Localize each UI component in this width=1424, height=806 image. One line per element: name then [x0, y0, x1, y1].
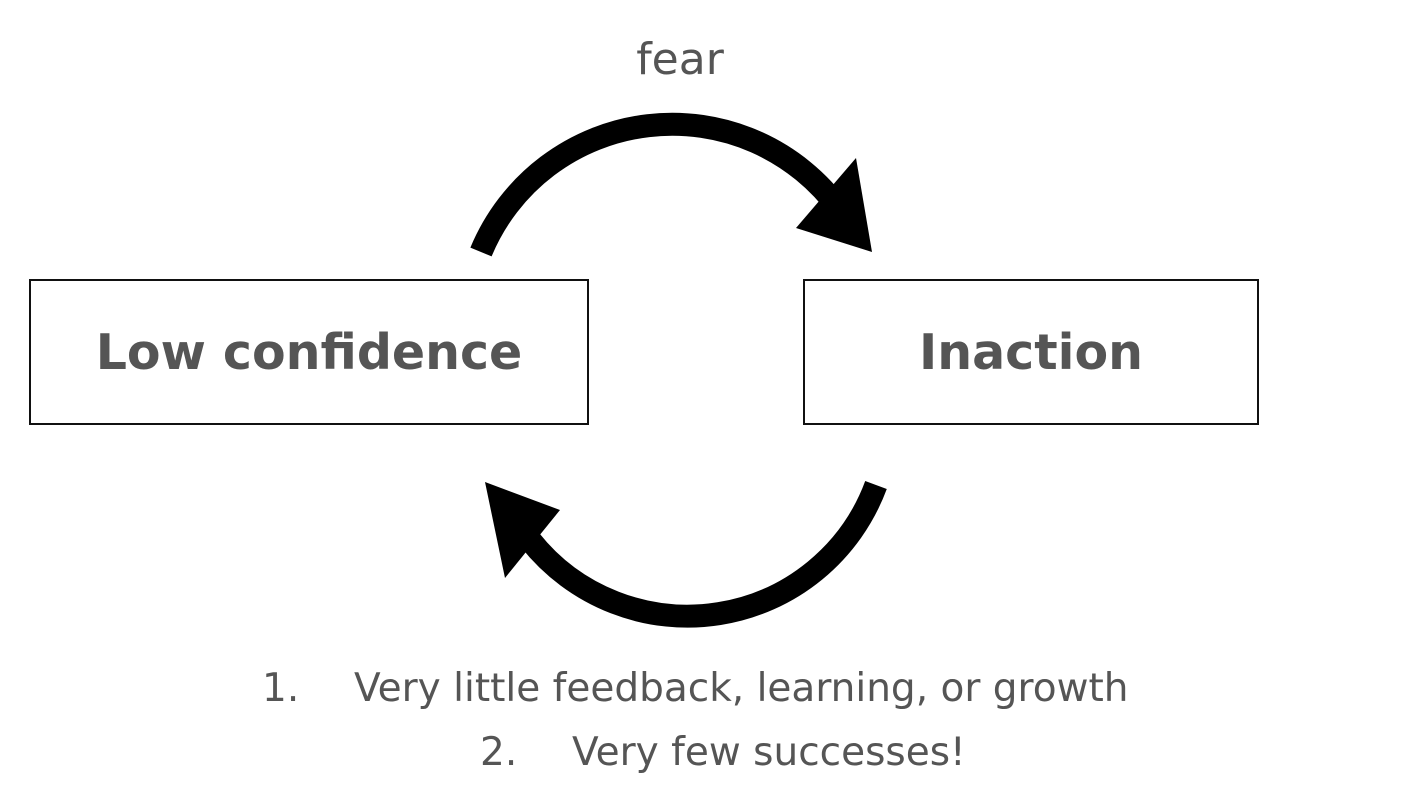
- node-label: Inaction: [919, 323, 1143, 381]
- item-text: Very little feedback, learning, or growt…: [354, 666, 1129, 711]
- top-arrow: [470, 112, 872, 257]
- bottom-arrow: [485, 480, 887, 628]
- fear-label: fear: [636, 34, 724, 85]
- consequence-item: 2. Very few successes!: [480, 730, 966, 775]
- node-label: Low confidence: [95, 323, 523, 381]
- node-low-confidence: Low confidence: [29, 279, 589, 425]
- item-number: 1.: [262, 666, 300, 711]
- item-text: Very few successes!: [572, 730, 966, 775]
- item-number: 2.: [480, 730, 518, 775]
- node-inaction: Inaction: [803, 279, 1259, 425]
- consequence-item: 1. Very little feedback, learning, or gro…: [262, 666, 1128, 711]
